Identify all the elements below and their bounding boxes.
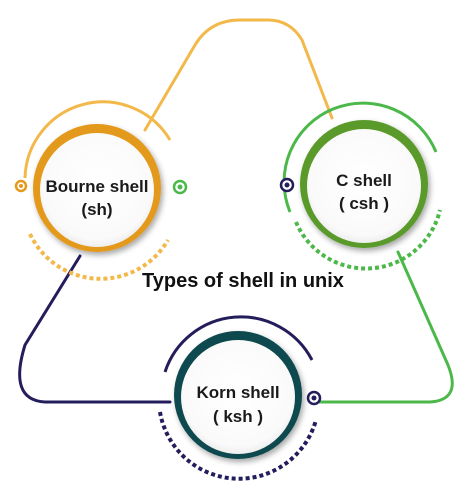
bourne-outer-arc [23,100,172,179]
c-left-dot-center [284,182,290,188]
bourne-shell-node: Bourne shell (sh) [14,100,188,281]
connector-right [316,250,454,404]
bourne-label-line2: (sh) [81,200,112,219]
c-label-line1: C shell [336,171,392,190]
korn-shell-node: Korn shell ( ksh ) [158,315,322,481]
bourne-dotted-arc [28,233,170,281]
bourne-inner-circle [40,133,154,247]
diagram-title: Types of shell in unix [142,270,344,292]
korn-label-line1: Korn shell [196,383,279,402]
connector-top [143,18,334,132]
c-outer-arc [282,101,438,213]
bourne-label-line1: Bourne shell [46,177,149,196]
bourne-right-dot-center [177,184,183,190]
c-dotted-arc [294,209,442,271]
korn-inner-circle [181,340,295,454]
bourne-left-dot-center [19,184,23,188]
c-inner-circle [307,129,421,243]
korn-right-dot-center [311,395,317,401]
korn-outer-arc [163,315,314,373]
c-shell-node: C shell ( csh ) [279,101,442,271]
connector-left [18,254,172,404]
korn-label-line2: ( ksh ) [213,407,263,426]
c-label-line2: ( csh ) [339,194,389,213]
korn-dotted-arc [158,411,318,481]
